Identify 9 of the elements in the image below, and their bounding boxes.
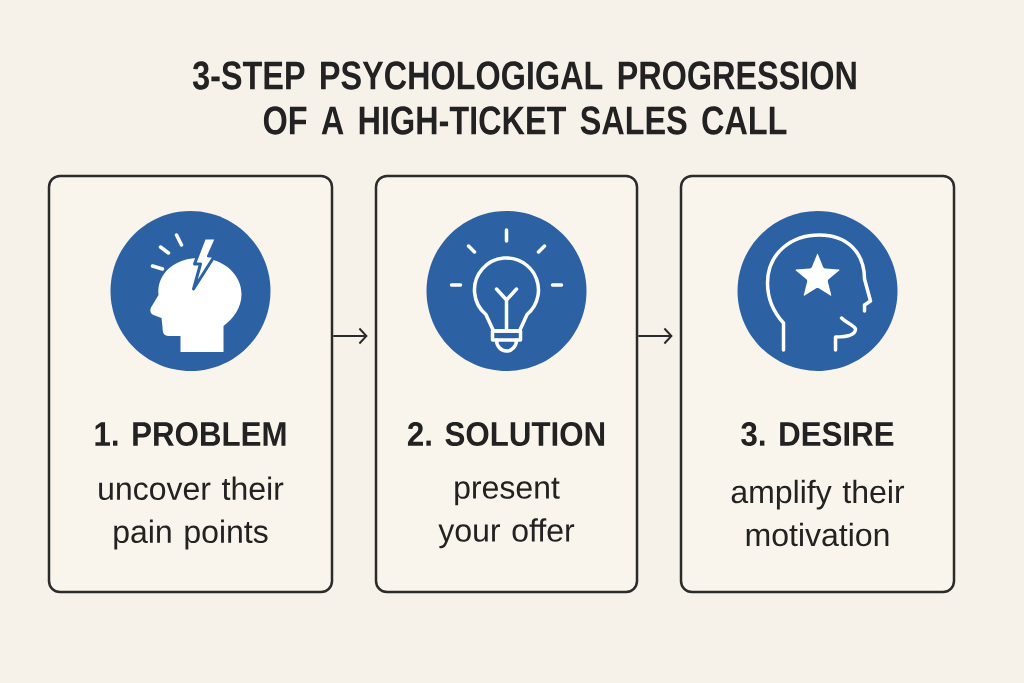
step-heading: 1. PROBLEM [95,421,286,447]
step-heading: 3. DESIRE [741,421,894,447]
arrow [332,327,368,345]
step-description: uncover their pain points [99,476,284,550]
step-description: present your offer [438,477,575,549]
step-description: amplify their motivation [731,479,905,547]
arrow [637,327,673,345]
title: 3-STEP PSYCHOLOGIGAL PROGRESSION OF A HIGH-TICKET SALES CALL [192,61,856,135]
step-heading: 2. SOLUTION [407,421,605,447]
